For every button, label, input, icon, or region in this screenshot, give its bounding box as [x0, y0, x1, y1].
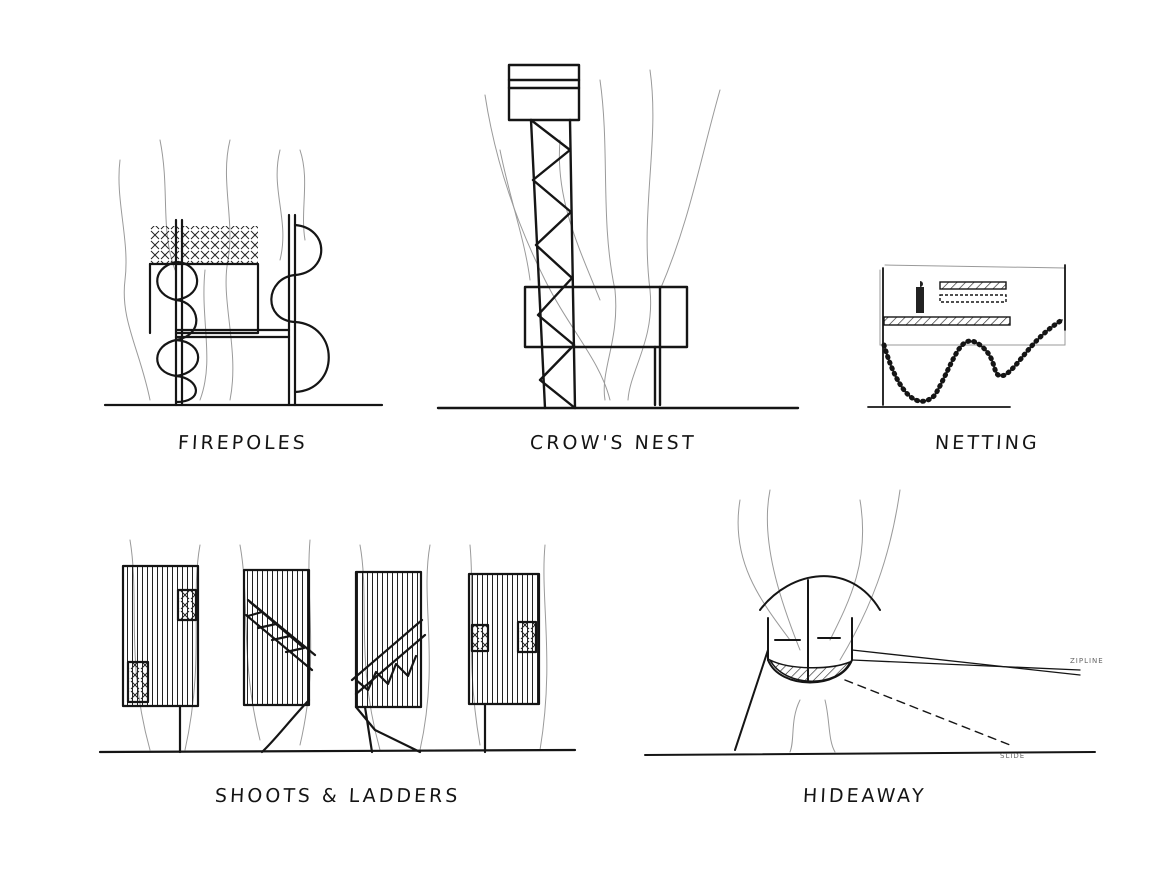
- caption-netting: NETTING: [934, 432, 1041, 454]
- shoots-ladders-sketch: [98, 539, 577, 754]
- note-slide: SLIDE: [1000, 752, 1026, 760]
- netting-sketch: [867, 264, 1066, 408]
- hideaway-sketch: [644, 489, 1096, 756]
- firepoles-sketch: [103, 139, 384, 407]
- caption-firepoles: FIREPOLES: [177, 432, 309, 454]
- note-zipline: ZIPLINE: [1070, 657, 1104, 665]
- caption-hideaway: HIDEAWAY: [802, 785, 927, 807]
- caption-crows-nest: CROW'S NEST: [529, 432, 697, 454]
- crows-nest-sketch: [436, 63, 800, 410]
- caption-shoots-ladders: SHOOTS & LADDERS: [214, 785, 461, 807]
